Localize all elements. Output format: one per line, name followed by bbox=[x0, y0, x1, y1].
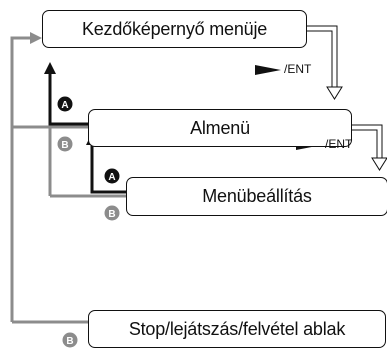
back-arrowhead-a1 bbox=[44, 62, 56, 74]
menu-settings-box: Menübeállítás bbox=[126, 177, 387, 216]
badge-a2: A bbox=[104, 168, 120, 184]
svg-text:B: B bbox=[61, 140, 68, 151]
badge-b2: B bbox=[104, 205, 120, 221]
main-menu-box: Kezdőképernyő menüje bbox=[42, 10, 307, 48]
forward-arrow-1 bbox=[307, 25, 343, 100]
enter-label-2: /ENT bbox=[325, 137, 353, 151]
forward-arrow-2 bbox=[352, 124, 387, 171]
badge-b1: B bbox=[57, 136, 73, 152]
svg-text:A: A bbox=[61, 100, 68, 111]
return-arrowhead bbox=[30, 32, 42, 44]
submenu-label: Almenü bbox=[190, 117, 250, 138]
main-menu-label: Kezdőképernyő menüje bbox=[81, 18, 268, 39]
back-arrow-a1 bbox=[48, 72, 88, 126]
stop-play-record-window-box: Stop/lejátszás/felvétel ablak bbox=[88, 310, 386, 348]
svg-text:A: A bbox=[108, 172, 115, 183]
submenu-box: Almenü bbox=[88, 109, 352, 147]
menu-settings-label: Menübeállítás bbox=[202, 186, 312, 206]
svg-text:B: B bbox=[66, 336, 73, 347]
stop-play-record-window-label: Stop/lejátszás/felvétel ablak bbox=[128, 318, 346, 339]
svg-text:B: B bbox=[108, 209, 115, 220]
play-icon bbox=[255, 65, 281, 75]
badge-b3: B bbox=[62, 332, 78, 348]
badge-a1: A bbox=[57, 96, 73, 112]
back-arrow-a2 bbox=[90, 143, 126, 194]
return-rail bbox=[10, 36, 126, 324]
enter-label-1: /ENT bbox=[284, 62, 312, 76]
